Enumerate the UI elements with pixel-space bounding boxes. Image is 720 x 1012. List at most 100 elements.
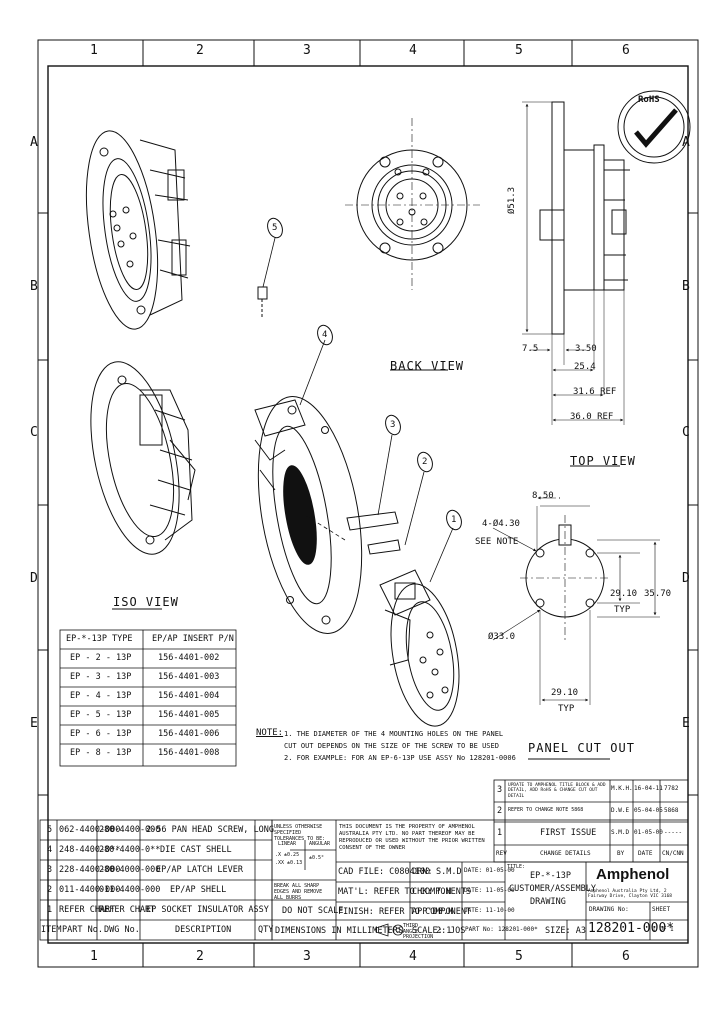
dim-holes: 4-Ø4.30 xyxy=(482,519,520,529)
date-1: DATE: 01-05-00 xyxy=(464,867,515,874)
title-line-3: DRAWING xyxy=(530,897,566,907)
tol-angular: ANGULAR xyxy=(309,841,331,847)
bom-desc: EP/AP LATCH LEVER xyxy=(156,865,243,875)
bom-item: 4 xyxy=(47,845,53,855)
dim-8-50: 8.50 xyxy=(532,491,554,501)
dim-35-70: 35.70 xyxy=(644,589,672,599)
zone-label-bottom-3: 3 xyxy=(303,949,311,964)
drn-label: DRN: xyxy=(412,867,433,877)
sheet-value: 1 OF 1 xyxy=(652,926,674,933)
zone-label-right-d: D xyxy=(682,571,690,586)
zone-ticks xyxy=(38,40,698,967)
bom-header-qty: QTY xyxy=(258,925,274,935)
tol-row-2: .XX ±0.13 xyxy=(275,860,303,866)
projection-symbol xyxy=(375,923,404,937)
revision-grid xyxy=(493,779,689,863)
rev-date: 05-04-05 xyxy=(634,807,663,814)
dim-25-4: 25.4 xyxy=(574,362,596,372)
chk-value: T.H xyxy=(436,887,452,897)
bom-dwg: 280-4000-000 xyxy=(99,865,161,875)
type-table-row: 156-4401-002 xyxy=(158,653,220,663)
amphenol-address: Amphenol Australia Pty Ltd, 2 Fairway Dr… xyxy=(588,889,672,899)
bom-desc: EP SOCKET INSULATOR ASSY xyxy=(146,905,269,915)
dim-diameter: Ø51.3 xyxy=(507,186,517,214)
dim-29-10-h: 29.10 xyxy=(551,688,579,698)
type-table-row: EP - 4 - 13P xyxy=(70,691,132,701)
rev-details: REFER TO CHANGE NOTE 5868 xyxy=(508,807,584,813)
rev-header-by: BY xyxy=(617,850,625,857)
back-view-drawing xyxy=(345,118,480,371)
zone-label-left-b: B xyxy=(30,279,38,294)
chk-label: CHK: xyxy=(412,887,433,897)
dim-3-50: 3.50 xyxy=(575,344,597,354)
rev-number: 1 xyxy=(497,828,503,838)
bom-part: 062-4400-000 xyxy=(59,825,121,835)
bom-dwg: 280-4400-000 xyxy=(99,825,161,835)
type-table-grid xyxy=(59,629,237,767)
rev-cn: ----- xyxy=(664,829,683,836)
zone-label-top-5: 5 xyxy=(515,43,523,58)
balloon-4: 4 xyxy=(322,330,328,340)
zone-label-left-d: D xyxy=(30,571,38,586)
date-3: DATE: 11-10-00 xyxy=(464,907,515,914)
scale-value: 2:1 xyxy=(436,926,452,936)
balloon-3: 3 xyxy=(390,420,396,430)
bom-item: 1 xyxy=(47,905,53,915)
bom-desc: EP/AP SHELL xyxy=(170,885,227,895)
type-table-row: EP - 3 - 13P xyxy=(70,672,132,682)
zone-label-right-c: C xyxy=(682,425,690,440)
rev-header-details: CHANGE DETAILS xyxy=(540,850,591,857)
zone-label-top-2: 2 xyxy=(196,43,204,58)
proprietary-note: THIS DOCUMENT IS THE PROPERTY OF AMPHENO… xyxy=(339,824,485,852)
title-line-2: CUSTOMER/ASSEMBLY xyxy=(509,884,596,894)
iso-view-title: ISO VIEW xyxy=(113,595,179,609)
type-table-row: EP - 6 - 13P xyxy=(70,729,132,739)
dim-typ-h: TYP xyxy=(558,704,575,714)
bom-part: 248-4400-0** xyxy=(59,845,121,855)
rev-cn: 7782 xyxy=(664,785,679,792)
finish: FINISH: REFER TO COMPONENT xyxy=(338,907,472,917)
sheet-label: SHEET xyxy=(652,906,671,913)
units-note: DIMENSIONS IN MILLIMETERS xyxy=(275,926,403,936)
part-no-label: PART No: xyxy=(465,926,494,933)
tol-linear: LINEAR xyxy=(278,841,297,847)
type-table-header-insert: EP/AP INSERT P/N xyxy=(152,634,234,644)
bom-desc: 2-56 PAN HEAD SCREW, LONG xyxy=(146,825,274,835)
bom-desc: DIE CAST SHELL xyxy=(160,845,232,855)
cad-file: CAD FILE: C0804100 xyxy=(338,867,431,877)
balloon-circles xyxy=(267,217,462,531)
dim-typ-v: TYP xyxy=(614,605,631,615)
balloon-5: 5 xyxy=(272,223,278,233)
rev-cn: 5868 xyxy=(664,807,679,814)
rev-by: D.W.E xyxy=(611,807,630,814)
rev-header-rev: REV xyxy=(496,850,507,857)
dim-33-0: Ø33.0 xyxy=(488,632,516,642)
bom-dwg: 280-4400-0** xyxy=(99,845,161,855)
drawing-no: 128201-000* xyxy=(588,921,675,936)
bom-item: 3 xyxy=(47,865,53,875)
type-table-row: 156-4401-008 xyxy=(158,748,220,758)
type-table-row: EP - 5 - 13P xyxy=(70,710,132,720)
title-line-1: EP-*-13P xyxy=(530,871,571,881)
zone-label-top-3: 3 xyxy=(303,43,311,58)
note-line-1: 1. THE DIAMETER OF THE 4 MOUNTING HOLES … xyxy=(284,730,504,738)
iso-front-connector xyxy=(85,130,191,330)
title-block-grid xyxy=(271,819,689,941)
bom-dwg: REFER CHART xyxy=(99,905,156,915)
tol-row-1: .X ±0.25 xyxy=(275,852,300,858)
bom-grid xyxy=(39,819,273,941)
balloon-2: 2 xyxy=(422,457,428,467)
bom-item: 2 xyxy=(47,885,53,895)
tol-row-3: ±0.5° xyxy=(309,855,325,861)
drawing-no-label: DRAWING No: xyxy=(589,906,629,913)
bom-header-item: ITEM xyxy=(41,925,62,935)
rev-date: 16-04-11 xyxy=(634,785,663,792)
top-view-drawing xyxy=(522,101,630,467)
balloon-1: 1 xyxy=(451,515,457,525)
iso-rear-connector xyxy=(90,361,196,555)
rev-details: UPDATE TO AMPHENOL TITLE BLOCK & ADD DET… xyxy=(508,783,606,799)
note-line-2: CUT OUT DEPENDS ON THE SIZE OF THE SCREW… xyxy=(284,742,499,750)
material: MAT'L: REFER TO COMPONENTS xyxy=(338,887,472,897)
bom-header-part: PART No. xyxy=(62,925,103,935)
